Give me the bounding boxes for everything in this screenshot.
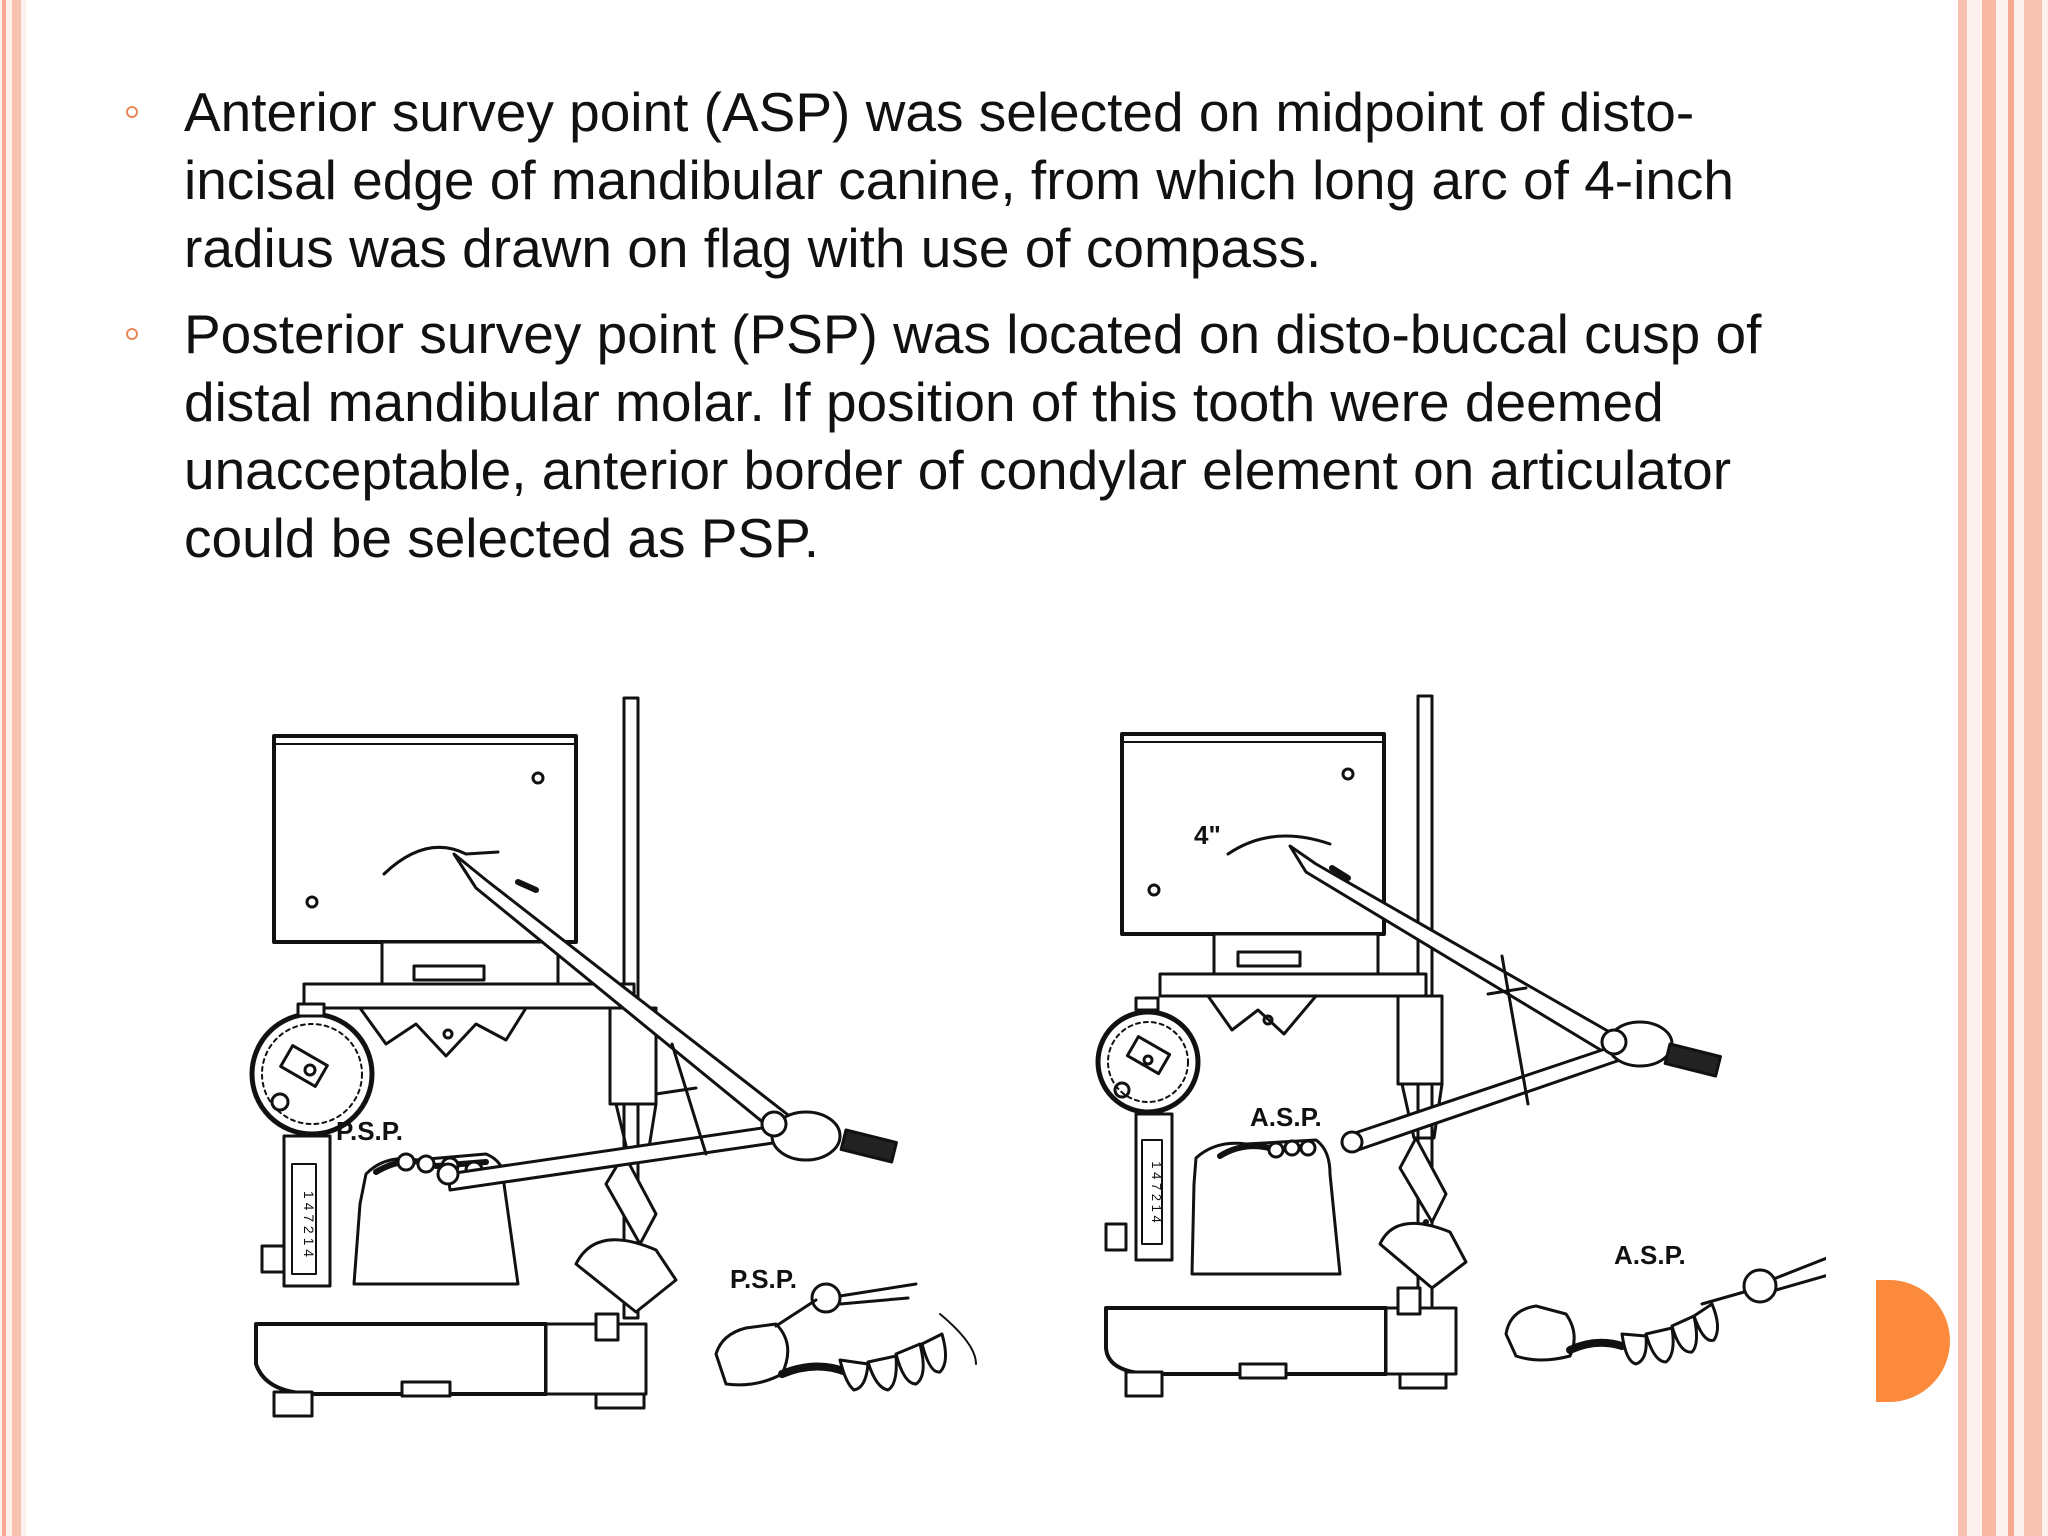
surveyor-drawings-svg: 1 4 7 2 1 4 <box>249 694 1834 1418</box>
bullet-item-asp: Anterior survey point (ASP) was selected… <box>110 78 1810 282</box>
right-arc-label: 4" <box>1194 820 1221 850</box>
bullet-text: Anterior survey point (ASP) was selected… <box>184 81 1734 279</box>
left-border-stripe <box>12 0 21 1536</box>
left-psp-label-lower: P.S.P. <box>730 1264 797 1294</box>
right-border-stripe <box>2024 0 2042 1536</box>
right-border-stripe <box>1982 0 1996 1536</box>
left-border-stripe <box>2 0 6 1536</box>
bullet-item-psp: Posterior survey point (PSP) was located… <box>110 300 1810 572</box>
bullet-circle-icon <box>126 328 138 340</box>
bullet-text: Posterior survey point (PSP) was located… <box>184 303 1762 569</box>
right-border-stripe <box>2008 0 2014 1536</box>
left-psp-label-upper: P.S.P. <box>336 1116 403 1146</box>
right-asp-label-upper: A.S.P. <box>1250 1102 1322 1132</box>
right-asp-label-lower: A.S.P. <box>1614 1240 1686 1270</box>
left-scale-label: 1 4 7 2 1 4 <box>301 1191 317 1257</box>
bullet-list: Anterior survey point (ASP) was selected… <box>110 78 1810 590</box>
left-surveyor-drawing: 1 4 7 2 1 4 <box>249 696 977 1418</box>
right-scale-label: 1 4 7 2 1 4 <box>1149 1161 1164 1222</box>
right-surveyor-drawing: 4" 1 4 7 2 1 4 <box>1095 694 1834 1398</box>
left-decorative-border <box>0 0 24 1536</box>
bullet-circle-icon <box>126 106 138 118</box>
surveyor-illustration: 1 4 7 2 1 4 <box>236 684 1834 1454</box>
right-decorative-border <box>1958 0 2048 1536</box>
right-border-stripe <box>1958 0 1967 1536</box>
